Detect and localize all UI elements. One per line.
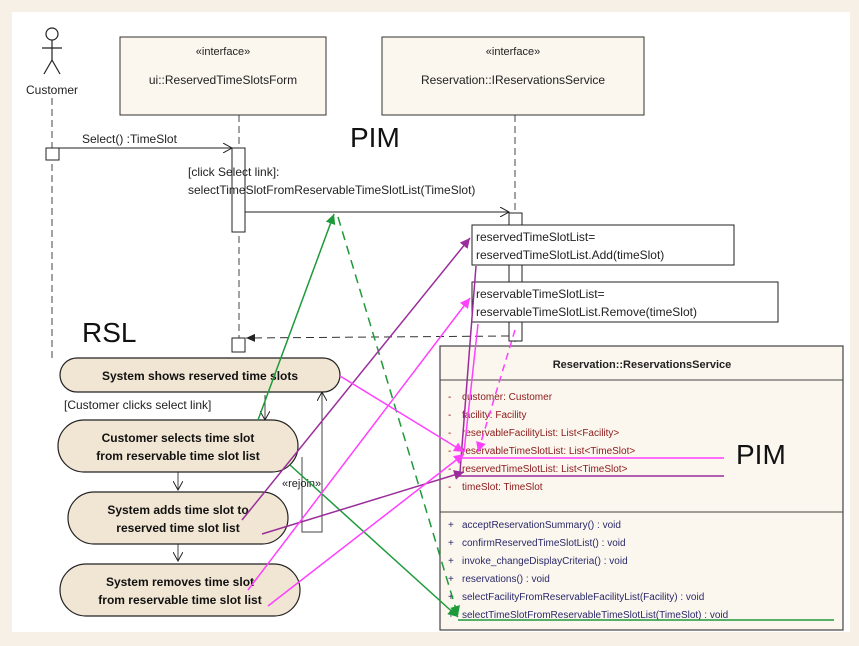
class-operation-visibility: + xyxy=(448,520,454,531)
rsl-step-text: System removes time slot xyxy=(106,575,254,589)
lifeline-stereotype: «interface» xyxy=(196,46,250,58)
lifeline-ireservations-service: «interface» Reservation::IReservationsSe… xyxy=(381,36,645,116)
class-operation-visibility: + xyxy=(448,556,454,567)
class-attribute-row: reservableFacilityList: List<Facility> xyxy=(462,428,619,439)
rsl-step-2: Customer selects time slot from reservab… xyxy=(57,419,299,473)
rsl-step-text: System adds time slot to xyxy=(107,503,248,517)
trace-magenta-to-note xyxy=(247,297,471,591)
class-attribute-visibility: - xyxy=(448,482,451,493)
trace-magenta-dashed xyxy=(476,329,516,453)
class-operation-visibility: + xyxy=(448,592,454,603)
stick-figure-icon xyxy=(42,27,62,75)
note-line: reservableTimeSlotList.Remove(timeSlot) xyxy=(476,305,697,319)
class-operation-row: selectFacilityFromReservableFacilityList… xyxy=(462,592,704,603)
rsl-step-4: System removes time slot from reservable… xyxy=(59,563,301,617)
actor-customer: Customer xyxy=(26,27,78,97)
lifeline-name: Reservation::IReservationsService xyxy=(421,73,605,87)
note-line: reservedTimeSlotList= xyxy=(476,230,595,244)
trace-green-to-call xyxy=(257,213,336,421)
message-call-label: selectTimeSlotFromReservableTimeSlotList… xyxy=(188,183,475,197)
message-select-label: Select() :TimeSlot xyxy=(82,132,178,146)
lifeline-stereotype: «interface» xyxy=(486,46,540,58)
class-attribute-visibility: - xyxy=(448,446,451,457)
class-attribute-row: reservableTimeSlotList: List<TimeSlot> xyxy=(462,446,635,457)
rsl-step-text: System shows reserved time slots xyxy=(102,369,298,383)
diagram-svg: Customer «interface» ui::ReservedTimeSlo… xyxy=(26,27,844,631)
class-operation-row: invoke_changeDisplayCriteria() : void xyxy=(462,556,628,567)
class-operation-row: confirmReservedTimeSlotList() : void xyxy=(462,538,626,549)
pim-label-class: PIM xyxy=(736,439,786,470)
class-title: Reservation::ReservationsService xyxy=(553,359,732,371)
class-attribute-visibility: - xyxy=(448,428,451,439)
class-attributes: -customer: Customer-facility: Facility-r… xyxy=(448,392,635,493)
actor-activation xyxy=(45,147,60,161)
rsl-step-text: Customer selects time slot xyxy=(102,431,255,445)
class-operation-row: selectTimeSlotFromReservableTimeSlotList… xyxy=(462,610,728,621)
message-return-arrow xyxy=(245,333,510,342)
note-reserved-add: reservedTimeSlotList= reservedTimeSlotLi… xyxy=(471,224,735,266)
class-attribute-row: timeSlot: TimeSlot xyxy=(462,482,543,493)
rsl-step-3: System adds time slot to reserved time s… xyxy=(67,491,289,545)
rsl-guard-label: [Customer clicks select link] xyxy=(64,398,211,412)
trace-magenta-step1 xyxy=(339,375,465,453)
note-reservable-remove: reservableTimeSlotList= reservableTimeSl… xyxy=(471,281,779,323)
note-line: reservableTimeSlotList= xyxy=(476,287,605,301)
lifeline-1-activation xyxy=(231,147,246,233)
class-operation-visibility: + xyxy=(448,538,454,549)
trace-green-to-operation xyxy=(289,464,459,618)
diagram-canvas: Customer «interface» ui::ReservedTimeSlo… xyxy=(12,12,850,632)
message-guard-label: [click Select link]: xyxy=(188,165,279,179)
class-attribute-row: reservedTimeSlotList: List<TimeSlot> xyxy=(462,464,628,475)
actor-label: Customer xyxy=(26,83,78,97)
class-operation-visibility: + xyxy=(448,574,454,585)
trace-purple-note-attr xyxy=(459,265,477,473)
lifeline-reserved-time-slots-form: «interface» ui::ReservedTimeSlotsForm xyxy=(119,36,327,116)
class-reservations-service: Reservation::ReservationsService PIM xyxy=(439,345,844,631)
class-attribute-visibility: - xyxy=(448,464,451,475)
class-attribute-row: facility: Facility xyxy=(462,410,526,421)
rsl-label: RSL xyxy=(82,317,136,348)
class-operation-row: reservations() : void xyxy=(462,574,550,585)
rsl-step-text: from reservable time slot list xyxy=(98,593,261,607)
trace-purple-to-attr xyxy=(261,470,465,535)
trace-magenta-to-attr xyxy=(267,453,465,607)
rsl-step-text: reserved time slot list xyxy=(116,521,239,535)
rsl-rejoin-line xyxy=(301,392,322,533)
class-attribute-visibility: - xyxy=(448,392,451,403)
pim-label-top: PIM xyxy=(350,122,400,153)
class-attribute-visibility: - xyxy=(448,410,451,421)
class-attribute-row: customer: Customer xyxy=(462,392,553,403)
rejoin-label: «rejoin» xyxy=(282,478,321,490)
note-line: reservedTimeSlotList.Add(timeSlot) xyxy=(476,248,664,262)
rsl-step-1: System shows reserved time slots xyxy=(59,357,341,393)
trace-green-dashed xyxy=(337,216,460,617)
class-operation-row: acceptReservationSummary() : void xyxy=(462,520,621,531)
trace-purple-to-note xyxy=(241,237,471,521)
lifeline-1-activation-2 xyxy=(231,337,246,353)
rsl-step-text: from reservable time slot list xyxy=(96,449,259,463)
lifeline-name: ui::ReservedTimeSlotsForm xyxy=(149,73,297,87)
trace-magenta-note-attr xyxy=(463,323,479,453)
